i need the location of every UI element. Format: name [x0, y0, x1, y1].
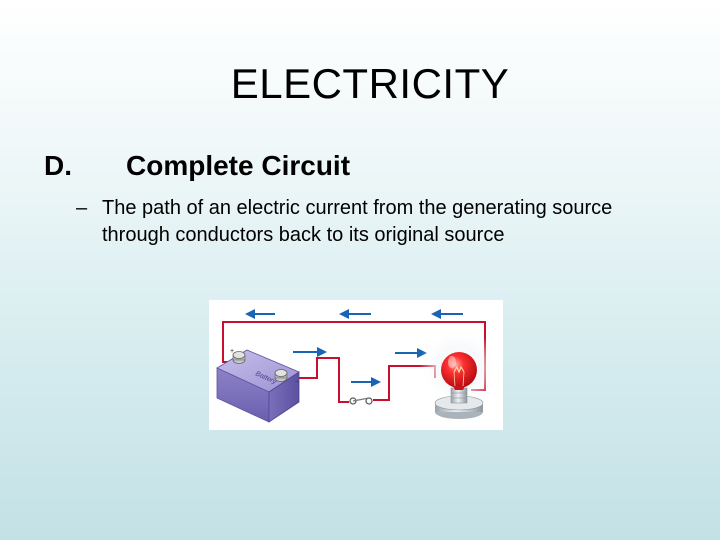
arrow-left-icon	[431, 309, 463, 319]
current-arrows-top	[245, 309, 463, 319]
bullet-marker: –	[76, 197, 88, 219]
definition-bullet: – The path of an electric current from t…	[76, 195, 676, 249]
circuit-illustration: Battery + −	[209, 300, 503, 430]
section-heading: D. Complete Circuit	[44, 150, 350, 182]
arrow-left-icon	[245, 309, 275, 319]
circuit-diagram: Battery + −	[216, 309, 499, 423]
arrow-right-icon	[293, 347, 327, 357]
battery-minus-sign: −	[295, 379, 299, 386]
arrow-left-icon	[339, 309, 371, 319]
battery-icon: Battery + −	[216, 348, 300, 423]
section-heading-text: Complete Circuit	[126, 150, 351, 181]
slide-title: ELECTRICITY	[230, 60, 510, 107]
section-letter: D.	[44, 150, 72, 181]
bullet-text: The path of an electric current from the…	[102, 197, 613, 246]
arrow-right-icon	[351, 377, 381, 387]
switch	[349, 397, 373, 405]
battery-plus-sign: +	[230, 348, 234, 355]
light-bulb-icon	[419, 328, 499, 419]
